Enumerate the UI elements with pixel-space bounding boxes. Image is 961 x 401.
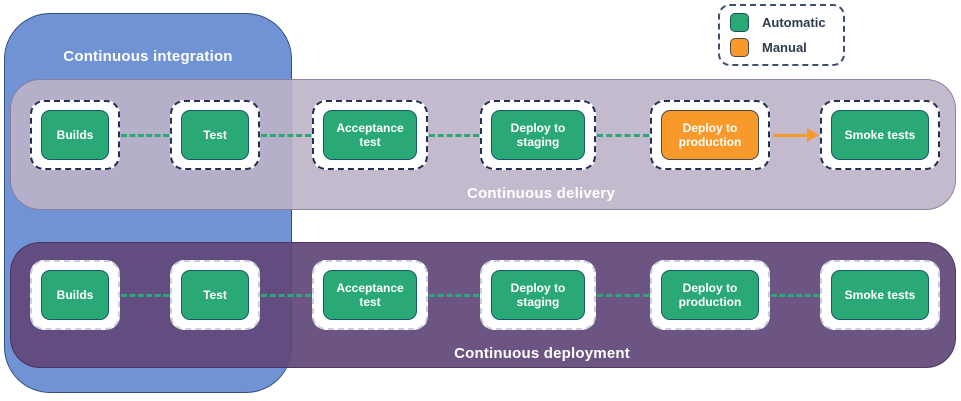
legend-label-manual: Manual [762, 39, 807, 55]
legend: Automatic Manual [718, 4, 845, 66]
continuous-delivery-label: Continuous delivery [467, 185, 615, 202]
continuous-integration-label: Continuous integration [63, 48, 233, 65]
continuous-deployment-label: Continuous deployment [454, 345, 630, 362]
manual-swatch-icon [730, 37, 749, 57]
legend-label-automatic: Automatic [762, 15, 826, 31]
legend-item-automatic: Automatic [730, 13, 833, 33]
legend-item-manual: Manual [730, 37, 833, 57]
automatic-swatch-icon [730, 13, 749, 33]
